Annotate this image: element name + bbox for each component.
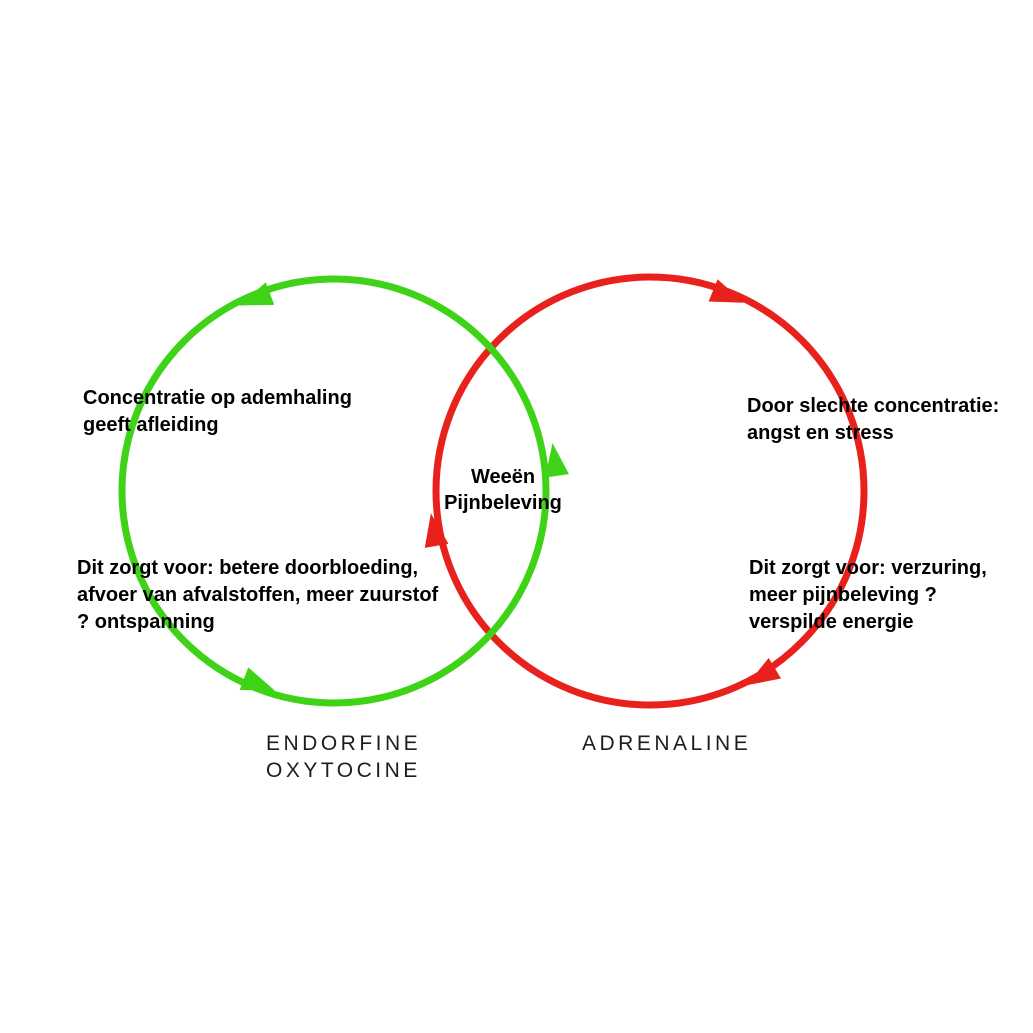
endorfine-circle: [118, 275, 550, 707]
green-arrowhead-center: [545, 443, 569, 478]
endorfine-cycle-name: ENDORFINE OXYTOCINE: [266, 732, 422, 782]
green-arrowhead-bottom: [239, 667, 275, 691]
red-arrowhead-top-right: [708, 279, 744, 303]
red-arrowhead-bottom: [746, 657, 782, 686]
red-arrowhead-center: [424, 513, 449, 548]
overlap-center-label: Weeën Pijnbeleving: [444, 466, 562, 514]
adrenaline-top-annotation: Door slechte concentratie: angst en stre…: [747, 395, 1000, 444]
adrenaline-cycle-name: ADRENALINE: [582, 732, 752, 755]
endorfine-top-annotation: Concentratie op ademhaling geeft afleidi…: [83, 387, 352, 436]
adrenaline-bottom-annotation: Dit zorgt voor: verzuring, meer pijnbele…: [749, 557, 987, 633]
endorfine-bottom-annotation: Dit zorgt voor: betere doorbloeding, afv…: [77, 557, 439, 633]
green-arrowhead-top-left: [239, 282, 275, 306]
adrenaline-circle: [432, 273, 868, 709]
